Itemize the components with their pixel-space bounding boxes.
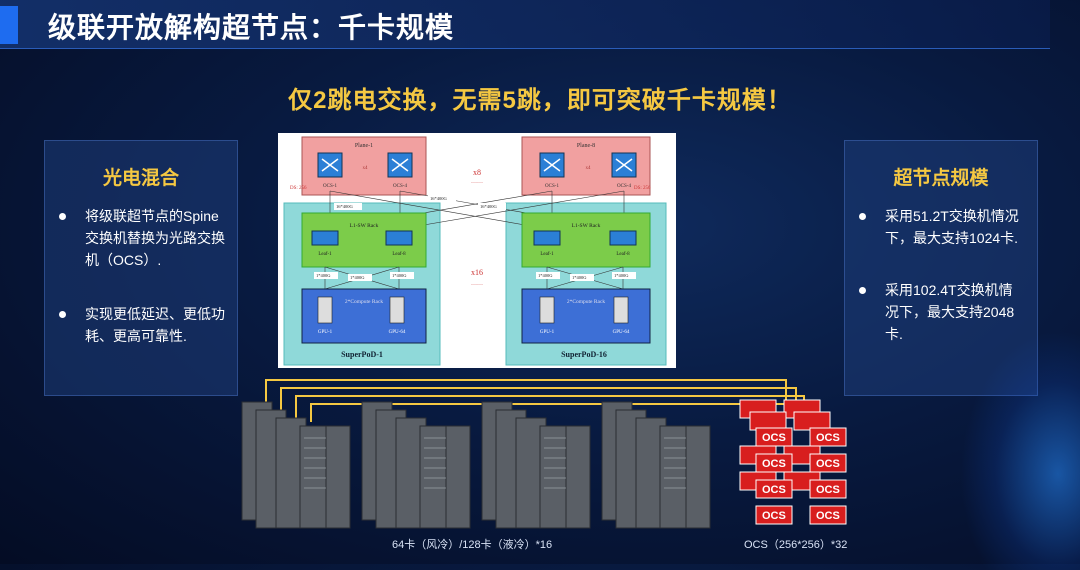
topology-diagram: Plane-1 Plane-8 OCS-1 OCS-4 OCS-1 OCS-4 … [278, 133, 676, 368]
ocs-4-label: OCS-4 [617, 184, 631, 189]
leaf-1-label: Leaf-1 [540, 252, 554, 257]
svg-text:1*400G: 1*400G [392, 273, 407, 278]
gpu-1-label: GPU-1 [318, 330, 333, 335]
page-title: 级联开放解构超节点：千卡规模 [48, 12, 455, 43]
svg-text:OCS: OCS [762, 510, 786, 522]
ocs-caption: OCS（256*256）*32 [744, 539, 848, 551]
right-bullet-1-text: 采用51.2T交换机情况下，最大支持1024卡. [885, 208, 1019, 246]
svg-text:1*400G: 1*400G [350, 275, 365, 280]
l1-rack-label: L1-SW Rack [350, 223, 379, 229]
ocs-multiplier: x4 [363, 166, 369, 171]
ds-right-label: DS: 256 [634, 186, 651, 191]
bullet-dot-icon [859, 213, 866, 220]
left-bullet-1: 将级联超节点的Spine交换机替换为光路交换机（OCS）. [59, 205, 227, 305]
ellipsis-dots: …… [471, 179, 483, 185]
bullet-dot-icon [59, 311, 66, 318]
headline: 仅2跳电交换，无需5跳，即可突破千卡规模！ [288, 87, 792, 114]
datacenter-illustration: OCS OCS OCS OCS OCS OCS OCS OCS [241, 379, 847, 529]
left-panel: 光电混合 将级联超节点的Spine交换机替换为光路交换机（OCS）. 实现更低延… [44, 140, 238, 396]
ocs-box-labels: OCS OCS OCS OCS OCS OCS OCS OCS [762, 432, 840, 522]
gpu-64-label: GPU-64 [613, 330, 630, 335]
svg-text:16*400G: 16*400G [480, 204, 498, 209]
server-rack-group [361, 401, 471, 529]
right-bullet-2-text: 采用102.4T交换机情况下，最大支持2048卡. [885, 282, 1015, 342]
plane-multiplier: x8 [473, 168, 481, 177]
ocs-switch-icon [317, 152, 343, 178]
plane-8-label: Plane-8 [577, 143, 595, 149]
decorative-glow [960, 330, 1080, 570]
racks-caption: 64卡（风冷）/128卡（液冷）*16 [392, 539, 553, 551]
svg-text:OCS: OCS [816, 510, 840, 522]
bullet-dot-icon [859, 287, 866, 294]
gpu-server-icon [317, 296, 629, 324]
leaf-1-label: Leaf-1 [318, 252, 332, 257]
bullet-dot-icon [59, 213, 66, 220]
ocs-switch-icon [387, 152, 413, 178]
svg-text:OCS: OCS [762, 432, 786, 444]
ocs-box-stack [739, 399, 847, 525]
svg-text:1*400G: 1*400G [614, 273, 629, 278]
title-bar [0, 0, 1050, 49]
left-bullet-2-text: 实现更低延迟、更低功耗、更高可靠性. [85, 306, 225, 344]
rack-slots [304, 437, 686, 489]
left-bullet-2: 实现更低延迟、更低功耗、更高可靠性. [59, 303, 227, 373]
compute-rack-label: 2*Compute Rack [567, 299, 606, 305]
svg-text:OCS: OCS [816, 458, 840, 470]
leaf-8-label: Leaf-8 [392, 252, 406, 257]
leaf-link-labels: 1*400G 1*400G 1*400G 1*400G 1*400G 1*400… [314, 272, 636, 281]
svg-text:OCS: OCS [762, 458, 786, 470]
left-bullet-1-text: 将级联超节点的Spine交换机替换为光路交换机（OCS）. [85, 208, 225, 268]
ocs-multiplier: x4 [586, 166, 592, 171]
superpod-1-label: SuperPoD-1 [341, 350, 383, 359]
gpu-1-label: GPU-1 [540, 330, 555, 335]
server-rack-group [481, 401, 591, 529]
ocs-1-label: OCS-1 [323, 184, 337, 189]
left-panel-title: 光电混合 [102, 168, 179, 189]
right-bullet-1: 采用51.2T交换机情况下，最大支持1024卡. [859, 205, 1027, 275]
server-rack-group [601, 401, 711, 529]
svg-text:OCS: OCS [816, 484, 840, 496]
title-accent-bar [0, 6, 18, 44]
superpod-multiplier: x16 [471, 268, 483, 277]
svg-text:16*400G: 16*400G [430, 196, 448, 201]
right-bullet-2: 采用102.4T交换机情况下，最大支持2048卡. [859, 279, 1027, 349]
svg-text:16*400G: 16*400G [336, 204, 354, 209]
server-rack-group [241, 401, 351, 529]
ocs-switch-icon [611, 152, 637, 178]
leaf-switch-icon [311, 230, 637, 246]
fiber-links [265, 379, 813, 422]
right-panel-title: 超节点规模 [893, 168, 989, 189]
ds-left-label: DS: 256 [290, 186, 307, 191]
svg-text:OCS: OCS [762, 484, 786, 496]
gpu-64-label: GPU-64 [389, 330, 406, 335]
leaf-8-label: Leaf-8 [616, 252, 630, 257]
svg-text:1*400G: 1*400G [316, 273, 331, 278]
svg-text:OCS: OCS [816, 432, 840, 444]
l1-rack-label: L1-SW Rack [572, 223, 601, 229]
superpod-16-label: SuperPoD-16 [561, 350, 607, 359]
ocs-1-label: OCS-1 [545, 184, 559, 189]
ellipsis-dots: …… [471, 281, 483, 287]
plane-1-label: Plane-1 [355, 143, 373, 149]
svg-text:1*400G: 1*400G [538, 273, 553, 278]
svg-text:1*400G: 1*400G [572, 275, 587, 280]
compute-rack-label: 2*Compute Rack [345, 299, 384, 305]
ocs-switch-icon [539, 152, 565, 178]
ocs-4-label: OCS-4 [393, 184, 407, 189]
